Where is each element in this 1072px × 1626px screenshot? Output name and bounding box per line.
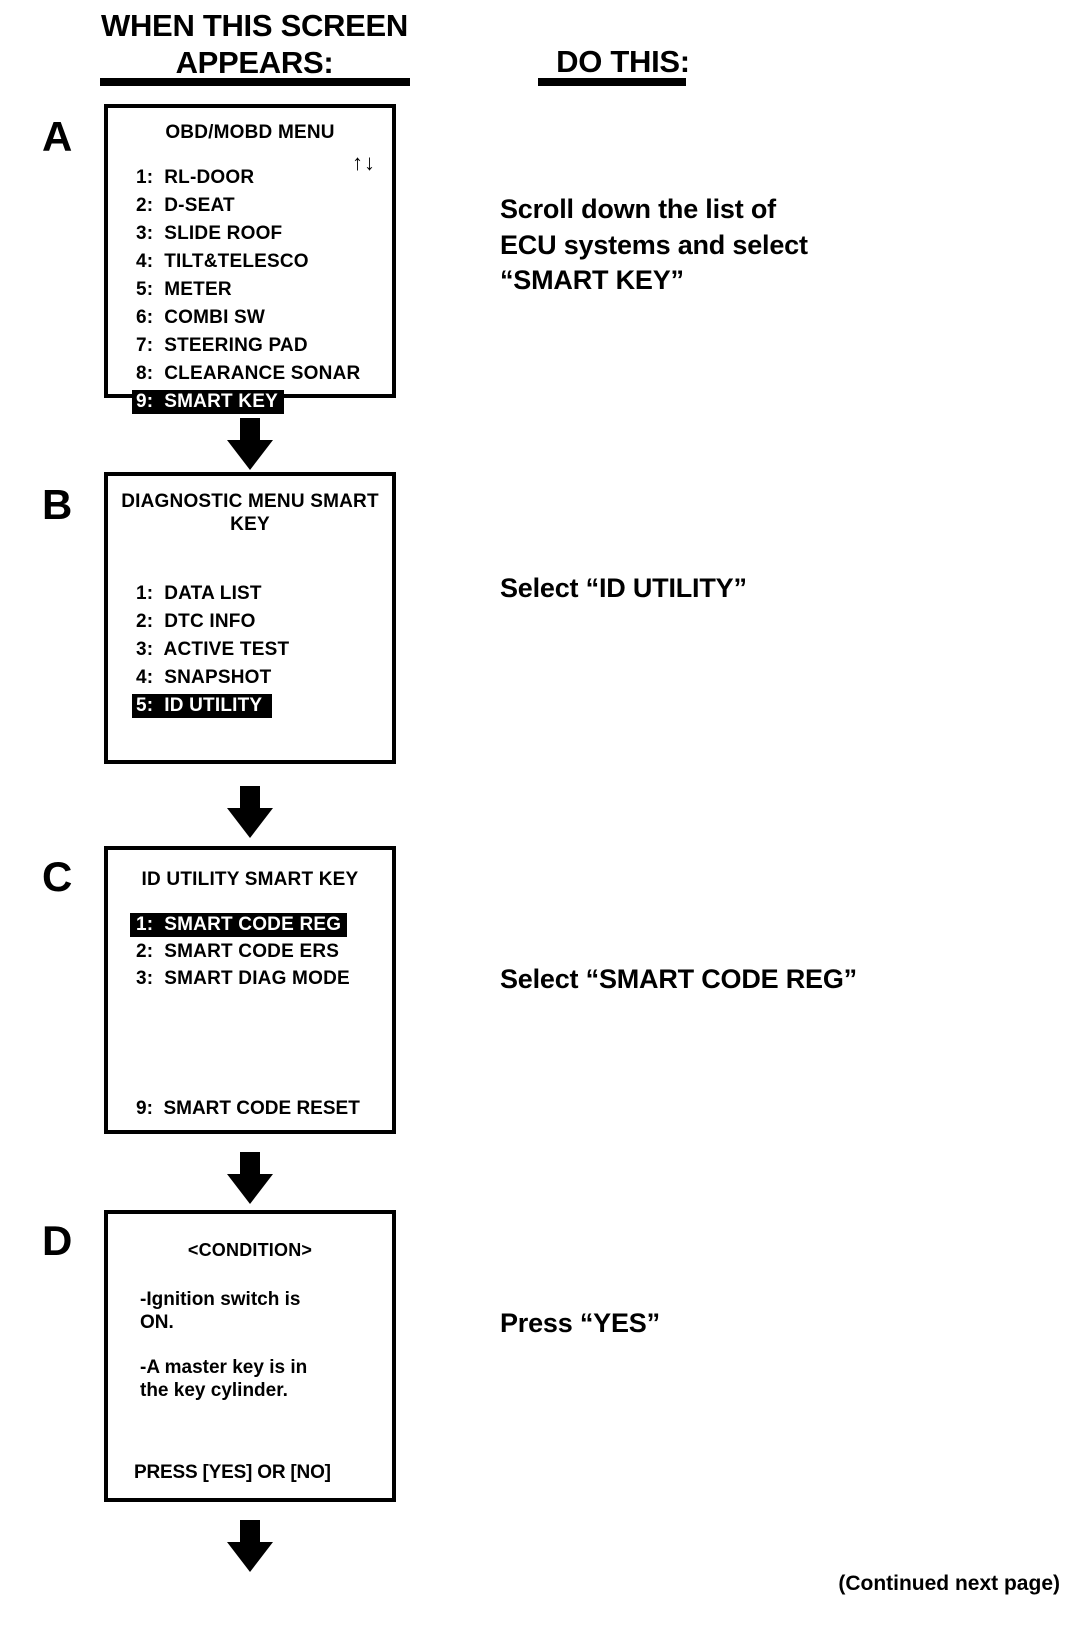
arrow-head <box>227 1174 273 1204</box>
arrow-shaft <box>240 418 260 444</box>
screen-b-item-1[interactable]: 1: DATA LIST <box>136 583 262 605</box>
arrow-head <box>227 440 273 470</box>
screen-c-item-2[interactable]: 2: SMART CODE ERS <box>136 941 340 963</box>
instruction-step-d: Press “YES” <box>500 1308 660 1338</box>
list-item[interactable]: 5: ID UTILITY <box>132 694 392 719</box>
instruction-step-b: Select “ID UTILITY” <box>500 573 747 603</box>
list-item[interactable]: 2: D-SEAT <box>132 194 392 218</box>
screen-c-item-3[interactable]: 3: SMART DIAG MODE <box>136 968 350 990</box>
device-screen-b: DIAGNOSTIC MENU SMART KEY 1: DATA LIST 2… <box>104 472 396 764</box>
column-header-do-this: DO THIS: <box>556 44 690 79</box>
screen-d-condition-1: -Ignition switch is ON. <box>140 1288 301 1334</box>
list-item[interactable]: 1: DATA LIST <box>132 582 392 606</box>
column-header-when-this-screen-appears: WHEN THIS SCREEN APPEARS: <box>101 8 408 80</box>
flow-arrow-b-to-c <box>227 786 273 838</box>
screen-c-menu-list: 1: SMART CODE REG 2: SMART CODE ERS 3: S… <box>130 913 392 991</box>
arrow-shaft <box>240 1520 260 1546</box>
list-item[interactable]: 6: COMBI SW <box>132 306 392 330</box>
screen-b-item-4[interactable]: 4: SNAPSHOT <box>136 667 272 689</box>
screen-a-item-5[interactable]: 5: METER <box>136 279 232 301</box>
list-item[interactable]: 4: TILT&TELESCO <box>132 250 392 274</box>
arrow-head <box>227 808 273 838</box>
screen-d-title: <CONDITION> <box>187 1240 313 1260</box>
list-item[interactable]: 2: SMART CODE ERS <box>130 940 392 964</box>
screen-b-menu-list: 1: DATA LIST 2: DTC INFO 3: ACTIVE TEST … <box>132 582 392 719</box>
list-item[interactable]: 3: SLIDE ROOF <box>132 222 392 246</box>
step-letter-d: D <box>42 1217 73 1264</box>
screen-c-item-1-selected[interactable]: 1: SMART CODE REG <box>130 913 348 938</box>
list-item[interactable]: 9: SMART KEY <box>132 390 392 415</box>
list-item[interactable]: 8: CLEARANCE SONAR <box>132 362 392 386</box>
screen-a-item-2[interactable]: 2: D-SEAT <box>136 195 235 217</box>
flow-arrow-c-to-d <box>227 1152 273 1204</box>
screen-b-title: DIAGNOSTIC MENU SMART KEY <box>121 491 379 536</box>
instruction-step-a: Scroll down the list of ECU systems and … <box>500 194 808 296</box>
list-item[interactable]: 2: DTC INFO <box>132 610 392 634</box>
screen-a-item-6[interactable]: 6: COMBI SW <box>136 307 266 329</box>
screen-b-item-2[interactable]: 2: DTC INFO <box>136 611 256 633</box>
screen-a-item-1[interactable]: 1: RL-DOOR <box>136 167 255 189</box>
arrow-head <box>227 1542 273 1572</box>
list-item[interactable]: 3: ACTIVE TEST <box>132 638 392 662</box>
list-item[interactable]: 7: STEERING PAD <box>132 334 392 358</box>
screen-a-item-7[interactable]: 7: STEERING PAD <box>136 335 308 357</box>
column-header-left-underline <box>100 78 410 86</box>
screen-c-item-9[interactable]: 9: SMART CODE RESET <box>136 1098 360 1119</box>
screen-d-condition-2: -A master key is in the key cylinder. <box>140 1357 308 1402</box>
list-item[interactable]: 3: SMART DIAG MODE <box>130 967 392 991</box>
screen-a-menu-list: 1: RL-DOOR 2: D-SEAT 3: SLIDE ROOF 4: TI… <box>132 166 392 415</box>
device-screen-c: ID UTILITY SMART KEY 1: SMART CODE REG 2… <box>104 846 396 1134</box>
scroll-arrows-icon: ↑↓ <box>352 150 376 175</box>
list-item[interactable]: 4: SNAPSHOT <box>132 666 392 690</box>
instruction-step-c: Select “SMART CODE REG” <box>500 964 857 994</box>
list-item[interactable]: 1: SMART CODE REG <box>130 913 392 938</box>
screen-d-prompt: PRESS [YES] OR [NO] <box>134 1462 331 1483</box>
screen-d-condition-block: -Ignition switch is ON. -A master key is… <box>140 1288 392 1403</box>
list-item[interactable]: 5: METER <box>132 278 392 302</box>
column-header-right-underline <box>538 78 686 86</box>
screen-c-title: ID UTILITY SMART KEY <box>141 869 359 890</box>
screen-b-item-3[interactable]: 3: ACTIVE TEST <box>136 639 290 661</box>
step-letter-a: A <box>42 113 73 160</box>
step-letter-b: B <box>42 481 73 528</box>
arrow-shaft <box>240 1152 260 1178</box>
screen-a-item-9-selected[interactable]: 9: SMART KEY <box>132 390 284 415</box>
device-screen-d: <CONDITION> -Ignition switch is ON. -A m… <box>104 1210 396 1502</box>
screen-a-item-3[interactable]: 3: SLIDE ROOF <box>136 223 283 245</box>
list-item[interactable]: 1: RL-DOOR <box>132 166 392 190</box>
screen-b-item-5-selected[interactable]: 5: ID UTILITY <box>132 694 273 719</box>
screen-a-item-4[interactable]: 4: TILT&TELESCO <box>136 251 309 273</box>
screen-a-title: OBD/MOBD MENU <box>165 122 335 143</box>
flow-arrow-a-to-b <box>227 418 273 470</box>
device-screen-a: OBD/MOBD MENU ↑↓ 1: RL-DOOR 2: D-SEAT 3:… <box>104 104 396 415</box>
step-letter-c: C <box>42 853 73 900</box>
continued-next-page-note: (Continued next page) <box>838 1572 1060 1595</box>
arrow-shaft <box>240 786 260 812</box>
screen-a-item-8[interactable]: 8: CLEARANCE SONAR <box>136 363 361 385</box>
flow-arrow-d-to-next <box>227 1520 273 1572</box>
